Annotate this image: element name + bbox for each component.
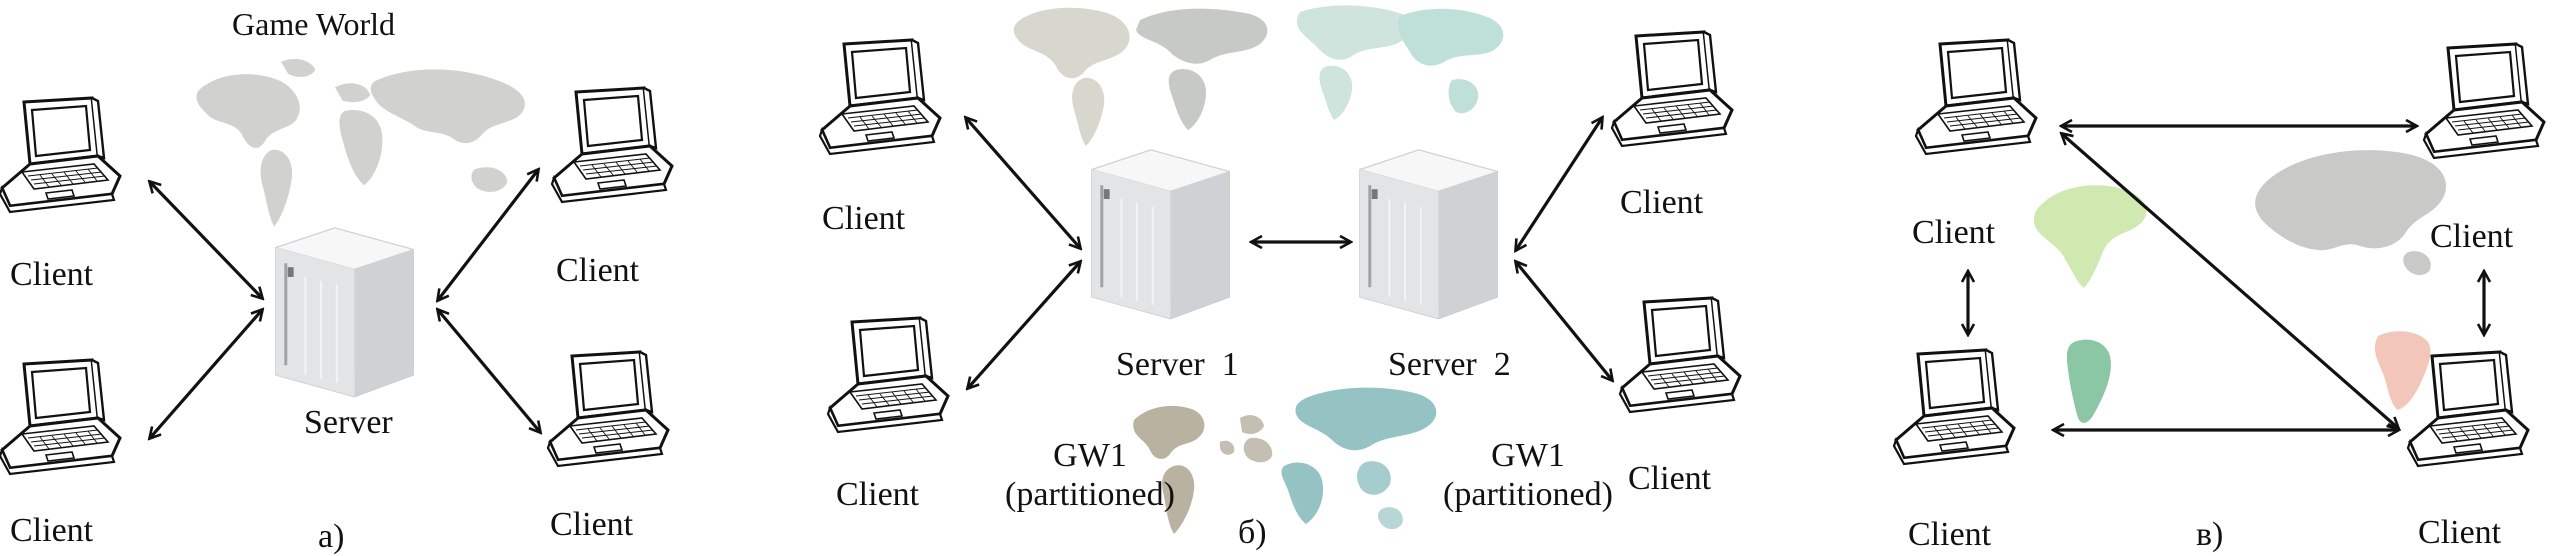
south-america-map-icon [2066, 339, 2111, 423]
world-map-icon [1013, 5, 1504, 146]
panel-b [818, 5, 1742, 534]
client-label: Client [836, 476, 920, 513]
laptop-icon [818, 38, 942, 156]
game-world-title: Game World [232, 6, 396, 42]
gw-partition-right-note: (partitioned) [1443, 476, 1613, 514]
client-label: Client [10, 256, 94, 293]
gw-partition-right-label: GW1 (partitioned) [1428, 436, 1628, 514]
client-label: Client [556, 252, 640, 289]
laptop-icon [1618, 296, 1742, 414]
client-label: Client [822, 200, 906, 237]
laptop-icon [1914, 38, 2038, 156]
client-label: Client [1620, 184, 1704, 221]
panel-a [0, 59, 674, 476]
laptop-icon [0, 96, 122, 214]
world-map-partition-icon [1133, 405, 1273, 534]
laptop-icon [2422, 42, 2546, 160]
client-label: Client [550, 506, 634, 543]
asia-map-icon [2255, 150, 2447, 276]
world-map-partition-icon [1281, 387, 1437, 530]
connection-arrow [2062, 134, 2398, 428]
server-icon [274, 226, 415, 399]
gw-partition-left-name: GW1 [1053, 437, 1127, 474]
laptop-icon [826, 316, 950, 434]
connection-arrow [1516, 262, 1612, 380]
laptop-icon [550, 86, 674, 204]
connection-arrow [966, 118, 1080, 248]
connection-arrow [1516, 118, 1602, 250]
client-label: Client [1628, 460, 1712, 497]
server-label: Server [304, 404, 393, 441]
panel-caption: в) [2196, 516, 2224, 553]
server-1-label: Server 1 [1116, 346, 1239, 383]
laptop-icon [1892, 348, 2016, 466]
laptop-icon [1610, 30, 1734, 148]
north-america-map-icon [2033, 185, 2147, 288]
server-icon [1090, 148, 1231, 321]
connection-arrow [438, 310, 540, 432]
gw-partition-right-name: GW1 [1491, 437, 1565, 474]
client-label: Client [2418, 514, 2502, 551]
panel-caption: б) [1238, 514, 1267, 551]
server-2-label: Server 2 [1388, 346, 1511, 383]
client-label: Client [1912, 214, 1996, 251]
client-label: Client [2430, 218, 2514, 255]
laptop-icon [546, 350, 670, 468]
server-icon [1358, 148, 1499, 321]
connection-arrow [150, 182, 262, 298]
laptop-icon [0, 358, 122, 476]
africa-map-icon [2374, 331, 2431, 410]
panel-caption: a) [318, 518, 345, 555]
client-label: Client [1908, 516, 1992, 553]
connection-arrow [438, 170, 538, 300]
client-label: Client [10, 512, 94, 549]
connection-arrow [968, 262, 1080, 388]
gw-partition-left-note: (partitioned) [1005, 476, 1175, 514]
world-map-icon [196, 59, 525, 227]
connection-arrow [150, 310, 262, 438]
panel-c [1892, 38, 2546, 468]
gw-partition-left-label: GW1 (partitioned) [990, 436, 1190, 514]
